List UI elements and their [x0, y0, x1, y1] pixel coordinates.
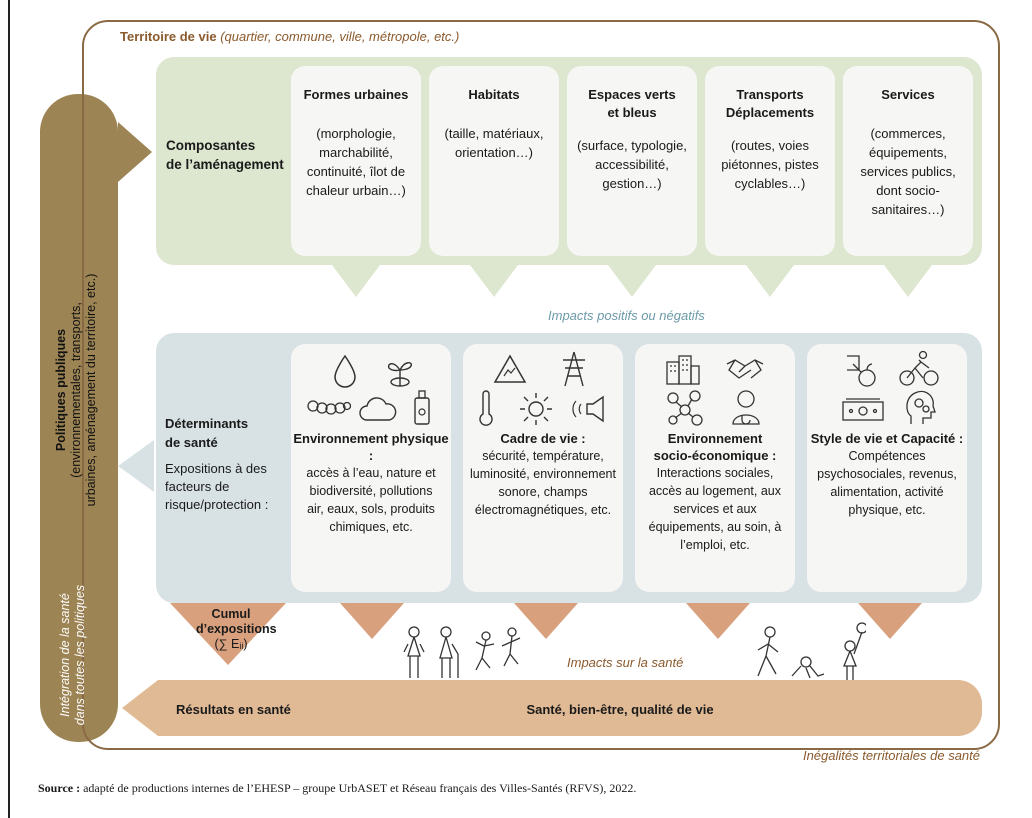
banknote-icon — [842, 398, 884, 421]
determinants-title: Déterminants de santé — [165, 416, 249, 450]
composantes-label: Composantes de l’aménagement — [166, 138, 284, 172]
policies-bar — [40, 94, 118, 742]
card-title: Habitats — [468, 87, 520, 102]
card-title: Style de vie et Capacité : — [810, 431, 964, 446]
composante-card: Habitats (taille, matériaux, orientation… — [429, 66, 559, 256]
water-drop-icon — [334, 354, 356, 388]
down-arrow — [686, 603, 750, 639]
policies-arrow — [118, 122, 152, 182]
card-desc: (taille, matériaux, orientation…) — [444, 126, 544, 160]
down-arrow — [470, 265, 518, 297]
cumul-label: Cumul d’expositions (∑ Eᵢᵢ) — [196, 607, 277, 651]
determinants-arrow — [118, 440, 154, 492]
speaker-icon — [572, 395, 604, 423]
buildings-icon — [666, 355, 700, 385]
cyclist-icon — [899, 350, 939, 386]
card-desc: sécurité, température, luminosité, envir… — [470, 449, 616, 517]
down-arrow — [884, 265, 932, 297]
icon-group — [635, 344, 795, 430]
composante-card: Services (commerces, équipements, servic… — [843, 66, 973, 256]
territory-frame — [82, 20, 1000, 750]
determinant-card: Cadre de vie : sécurité, température, lu… — [463, 344, 623, 592]
card-desc: (routes, voies piétonnes, pistes cyclabl… — [721, 138, 819, 191]
composante-card: Espaces verts et bleus (surface, typolog… — [567, 66, 697, 256]
card-desc: (surface, typologie, accessibilité, gest… — [577, 138, 687, 191]
territory-title: Territoire de vie (quartier, commune, vi… — [120, 29, 460, 44]
icon-group — [463, 344, 623, 430]
card-title: Environnement socio-économique : — [653, 431, 777, 463]
determinant-card: Style de vie et Capacité : Compétences p… — [807, 344, 967, 592]
card-desc: Compétences psychosociales, revenus, ali… — [817, 449, 957, 517]
integration-label: Intégration de la santé dans toutes les … — [58, 584, 87, 726]
icon-group — [807, 344, 967, 430]
result-center: Santé, bien-être, qualité de vie — [526, 702, 714, 717]
card-desc: Interactions sociales, accès au logement… — [648, 466, 782, 552]
card-desc: accès à l’eau, nature et biodiversité, p… — [306, 466, 436, 534]
card-title: Services — [881, 87, 935, 102]
down-arrow — [332, 265, 380, 297]
food-icon — [847, 355, 876, 387]
people-group-icon — [757, 622, 866, 680]
sun-icon — [520, 393, 552, 425]
card-title: Espaces verts et bleus — [588, 87, 676, 120]
source-note: Source : adapté de productions internes … — [38, 781, 637, 795]
composante-card: Formes urbaines (morphologie, marchabili… — [291, 66, 421, 256]
handshake-icon — [726, 359, 764, 379]
impacts-sante-label: Impacts sur la santé — [567, 655, 684, 670]
card-title: Cadre de vie : — [500, 431, 586, 446]
card-desc: (commerces, équipements, services public… — [860, 126, 956, 217]
left-border-line — [8, 0, 10, 818]
impacts-label: Impacts positifs ou négatifs — [548, 308, 705, 323]
card-title: Formes urbaines — [303, 87, 409, 102]
card-desc: (morphologie, marchabilité, continuité, … — [306, 126, 406, 198]
down-arrow — [608, 265, 656, 297]
network-icon — [667, 390, 703, 426]
down-arrow — [514, 603, 578, 639]
spray-can-icon — [414, 390, 430, 425]
caterpillar-icon — [307, 400, 351, 415]
people-group-icon — [403, 626, 521, 678]
icon-group — [291, 344, 451, 430]
determinants-subtitle: Expositions à des facteurs de risque/pro… — [165, 461, 269, 512]
seedling-icon — [387, 362, 412, 387]
determinant-card: Environnement physique : accès à l’eau, … — [291, 344, 451, 592]
thermometer-icon — [479, 390, 493, 426]
head-gears-icon — [906, 390, 936, 424]
card-title: Transports Déplacements — [725, 87, 815, 120]
result-arrowhead — [122, 680, 158, 736]
composante-card: Transports Déplacements (routes, voies p… — [705, 66, 835, 256]
inegalites-label: Inégalités territoriales de santé — [802, 748, 980, 763]
down-arrow — [746, 265, 794, 297]
cloud-icon — [359, 397, 397, 421]
down-arrow — [858, 603, 922, 639]
cumul-triangle — [170, 603, 286, 665]
result-label: Résultats en santé — [176, 702, 291, 717]
determinant-card: Environnement socio-économique : Interac… — [635, 344, 795, 592]
card-title: Environnement physique : — [293, 431, 449, 463]
politiques-label: Politiques publiques (environnementales,… — [54, 273, 98, 507]
warning-sign-icon — [493, 354, 527, 383]
power-pylon-icon — [563, 351, 585, 387]
result-bar — [158, 680, 982, 736]
down-arrow — [340, 603, 404, 639]
doctor-icon — [732, 390, 760, 425]
